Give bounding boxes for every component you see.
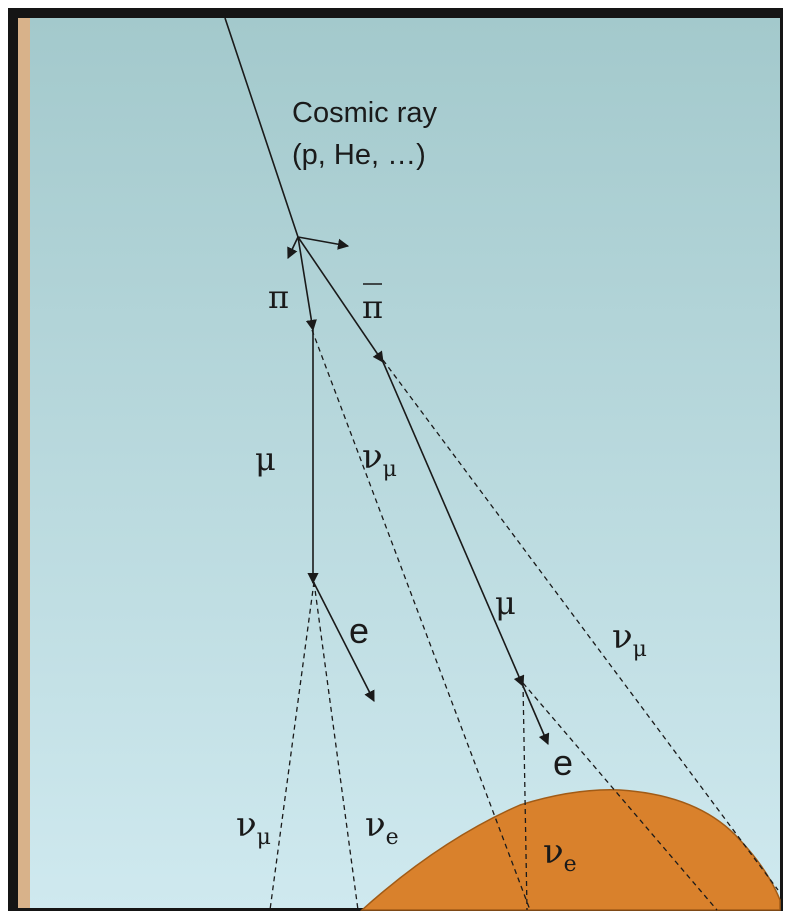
nu-mu-track-1 bbox=[311, 329, 531, 911]
nu-mu-track-4 bbox=[522, 682, 718, 911]
pi-label: π bbox=[268, 278, 289, 316]
nu-e-label-left: νe bbox=[365, 805, 399, 850]
cosmic-ray-title: Cosmic ray bbox=[292, 97, 438, 129]
cosmic-ray-subtitle: (p, He, …) bbox=[292, 139, 426, 171]
electron-label-right: e bbox=[553, 742, 573, 783]
mu-track-right bbox=[382, 361, 525, 688]
nu-mu-track-3 bbox=[269, 581, 315, 911]
nu-mu-label-upper: νμ bbox=[362, 437, 397, 482]
pi-track bbox=[297, 236, 317, 332]
pi-bar-track bbox=[297, 236, 384, 363]
electron-label-left: e bbox=[349, 610, 369, 651]
neutrino-lines bbox=[269, 329, 779, 911]
secondary-track-left bbox=[287, 236, 299, 260]
nu-mu-label-right: νμ bbox=[612, 617, 647, 662]
nu-e-track-1 bbox=[313, 581, 359, 911]
mu-label-left: μ bbox=[255, 440, 276, 478]
nu-mu-label-lower: νμ bbox=[236, 805, 271, 850]
nu-e-label-earth: νe bbox=[543, 832, 577, 877]
electron-track-left bbox=[313, 582, 375, 702]
secondary-track-right bbox=[297, 236, 350, 250]
cosmic-ray-track bbox=[224, 17, 299, 238]
electron-track-right bbox=[522, 685, 550, 746]
pi-bar-label: π bbox=[362, 288, 383, 326]
nu-mu-track-2 bbox=[382, 359, 779, 891]
nu-e-track-2 bbox=[522, 682, 528, 911]
sky-background bbox=[30, 18, 780, 908]
mu-label-right: μ bbox=[495, 584, 516, 622]
particle-tracks bbox=[224, 17, 550, 746]
earth-hill bbox=[360, 789, 781, 911]
